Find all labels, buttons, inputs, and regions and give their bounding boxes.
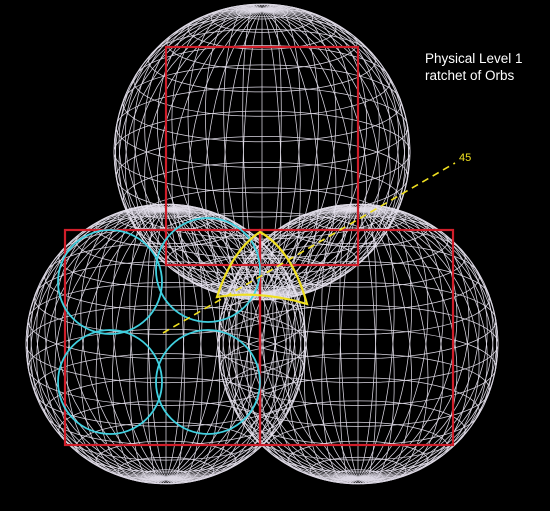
cyan-circle-2 <box>155 217 261 323</box>
wireframe-spheres <box>25 3 499 485</box>
cyan-circles <box>57 217 261 435</box>
diagonal-45-line <box>162 162 456 334</box>
top-sphere-outline <box>113 3 411 301</box>
diagram-caption: Physical Level 1 ratchet of Orbs <box>425 50 523 84</box>
cyan-circle-3 <box>57 329 163 435</box>
caption-line-2: ratchet of Orbs <box>425 68 515 83</box>
cyan-circle-4 <box>155 329 261 435</box>
overlay-shapes <box>57 45 456 447</box>
spherical-triangle <box>215 230 309 306</box>
angle-label: 45 <box>459 152 472 164</box>
bottom-right-sphere <box>217 203 499 485</box>
bottom-right-square <box>258 228 455 447</box>
top-square <box>164 45 360 267</box>
caption-line-1: Physical Level 1 <box>425 51 523 66</box>
top-sphere <box>113 3 411 301</box>
cyan-circle-1 <box>57 229 163 335</box>
bottom-left-sphere <box>25 203 307 485</box>
